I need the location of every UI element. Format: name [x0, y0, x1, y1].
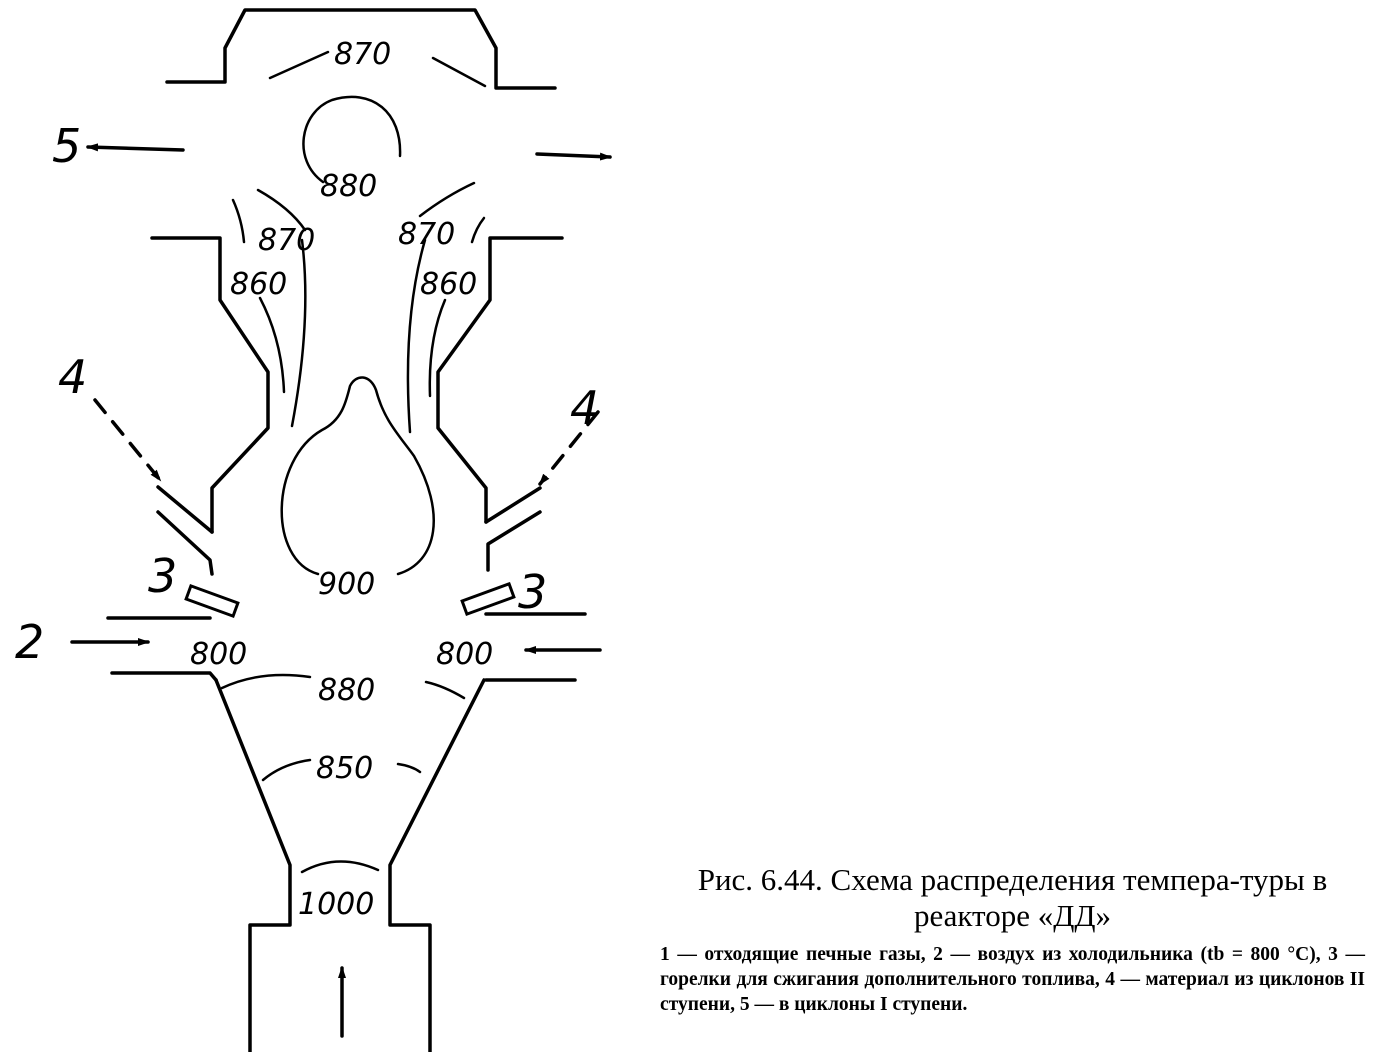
gas-out-left-arrow [86, 143, 185, 152]
label-material-right: 4 [570, 381, 599, 435]
gas-out-right-arrow [535, 152, 612, 161]
temp-inlet-left: 800 [190, 637, 247, 672]
figure-legend: 1 — отходящие печные газы, 2 — воздух из… [660, 944, 1365, 1015]
temp-throat-right-lower: 860 [420, 267, 477, 302]
temp-throat-left-lower: 860 [230, 267, 287, 302]
burner-right [460, 581, 516, 617]
burners [184, 581, 516, 619]
temp-bottom: 1000 [298, 887, 374, 922]
label-burner-right: 3 [518, 565, 547, 619]
label-air-in-left: 2 [15, 615, 44, 669]
label-gas-out-left: 5 [52, 119, 81, 173]
burner-left [184, 583, 240, 619]
material-right-arrow [538, 410, 600, 486]
position-labels: 5 2 4 4 3 3 [15, 119, 599, 669]
reactor-walls [106, 8, 587, 1052]
figure-caption: Рис. 6.44. Схема распределения темпера-т… [660, 862, 1365, 1017]
temp-cone-middle: 850 [316, 751, 373, 786]
temp-cone-upper: 880 [318, 673, 375, 708]
figure-title: Рис. 6.44. Схема распределения темпера-т… [697, 862, 1328, 933]
temp-top: 870 [334, 37, 391, 72]
temp-throat-right-upper: 870 [398, 217, 455, 252]
temp-inlet-right: 800 [436, 637, 493, 672]
temp-throat-left-upper: 870 [258, 223, 315, 258]
temp-upper-loop: 880 [320, 169, 377, 204]
flow-arrows [70, 143, 612, 1038]
material-left-arrow [93, 398, 162, 482]
temperature-labels: 870 880 870 870 860 860 900 800 800 880 … [190, 37, 493, 922]
label-burner-left: 3 [148, 549, 177, 603]
isotherms [220, 50, 487, 874]
label-material-left: 4 [58, 350, 87, 404]
temp-core: 900 [318, 567, 375, 602]
